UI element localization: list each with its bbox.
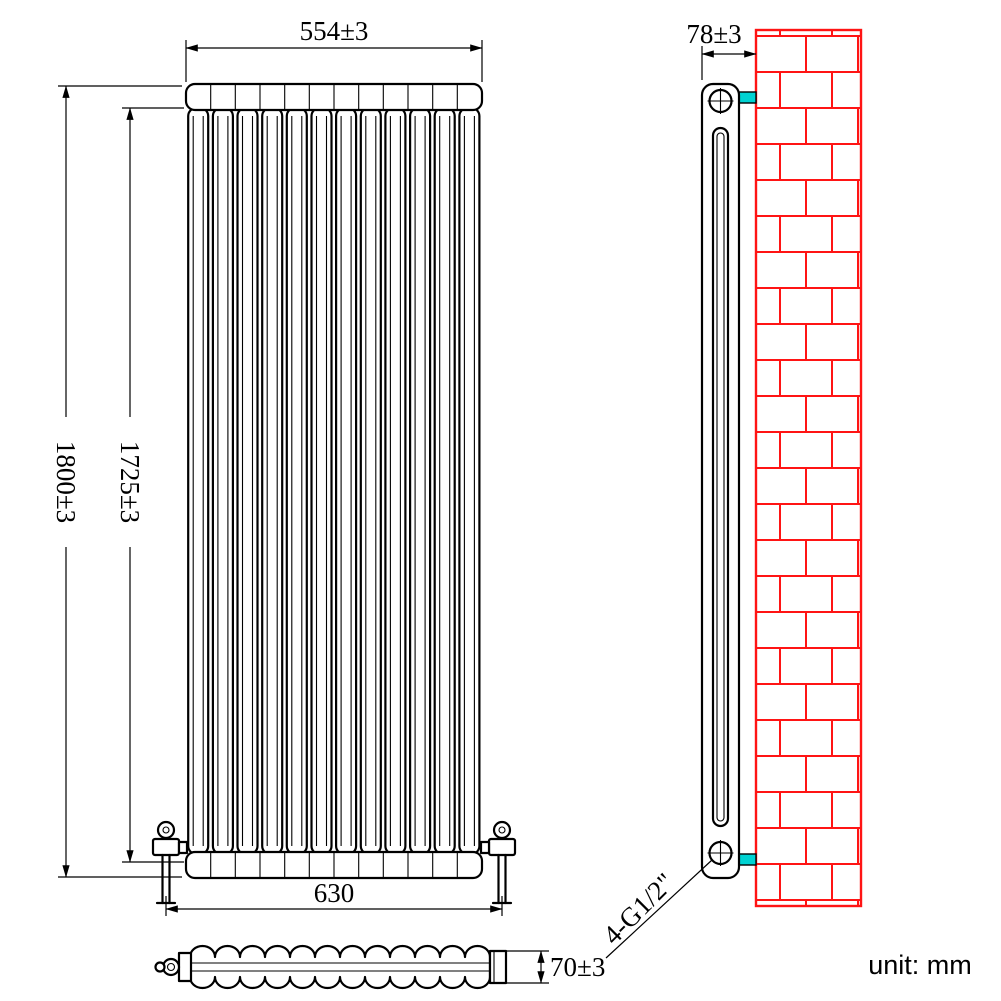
side-profile-body bbox=[700, 82, 741, 880]
radiator-column bbox=[310, 106, 333, 856]
radiator-valve-right bbox=[479, 820, 517, 905]
tapping-label: 4-G1/2" bbox=[597, 867, 680, 950]
depth-dim-label: 78±3 bbox=[686, 19, 741, 49]
radiator-column bbox=[433, 106, 456, 856]
radiator-column bbox=[285, 106, 308, 856]
unit-label: unit: mm bbox=[868, 950, 972, 980]
side-profile-slot bbox=[711, 126, 730, 828]
radiator-column bbox=[384, 106, 407, 856]
radiator-columns bbox=[187, 106, 481, 856]
valve-span-dim-label: 630 bbox=[314, 878, 355, 908]
dimension-630: 630 bbox=[165, 878, 503, 916]
front-width-dim-label: 554±3 bbox=[300, 16, 369, 46]
front-view bbox=[151, 82, 517, 905]
inner-height-dim-label: 1725±3 bbox=[115, 441, 145, 523]
side-view bbox=[700, 28, 863, 908]
radiator-column bbox=[458, 106, 481, 856]
side-profile-slot-inner bbox=[716, 132, 725, 822]
overall-height-dim-label: 1800±3 bbox=[51, 441, 81, 523]
section-left-nut bbox=[154, 961, 166, 973]
radiator-column bbox=[359, 106, 382, 856]
radiator-column bbox=[211, 106, 234, 856]
radiator-column bbox=[187, 106, 210, 856]
radiator-column bbox=[261, 106, 284, 856]
wall-bracket-top bbox=[738, 91, 757, 104]
section-left-cap bbox=[177, 951, 193, 983]
wall-bracket-bottom bbox=[738, 853, 757, 866]
top-view bbox=[154, 944, 508, 990]
top-tapping bbox=[707, 88, 734, 114]
tapping-callout: 4-G1/2" bbox=[597, 859, 713, 959]
dimension-1800: 1800±3 bbox=[51, 85, 182, 878]
radiator-column bbox=[409, 106, 432, 856]
radiator-column bbox=[335, 106, 358, 856]
tapping-leader-line bbox=[605, 859, 713, 959]
section-right-cap bbox=[488, 949, 508, 985]
dimension-78: 78±3 bbox=[686, 19, 757, 80]
section-left-plug-inner bbox=[166, 962, 176, 972]
dimension-1725: 1725±3 bbox=[115, 107, 184, 863]
brick-wall bbox=[754, 28, 863, 908]
section-profile bbox=[188, 944, 492, 990]
bottom-header-segments bbox=[210, 852, 458, 878]
bottom-tapping bbox=[707, 840, 734, 866]
dimension-70: 70±3 bbox=[506, 950, 605, 984]
top-header-segments bbox=[210, 84, 458, 110]
radiator-column bbox=[236, 106, 259, 856]
section-depth-dim-label: 70±3 bbox=[550, 952, 605, 982]
dimension-554: 554±3 bbox=[185, 16, 483, 82]
